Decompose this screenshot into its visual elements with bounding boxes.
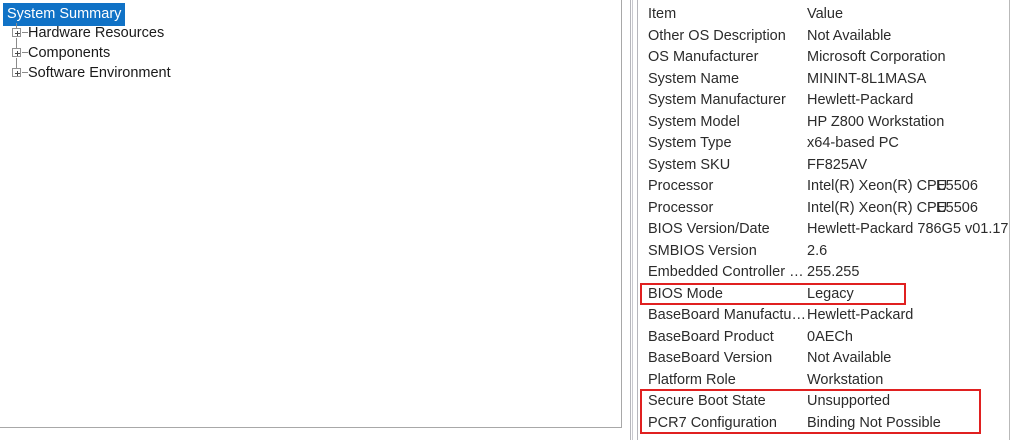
row-value: Binding Not Possible bbox=[807, 414, 941, 431]
row-value-continued: E5506 bbox=[936, 178, 978, 194]
table-row[interactable]: System SKU FF825AV bbox=[638, 155, 1009, 177]
panel-splitter[interactable] bbox=[624, 0, 640, 440]
details-list: Item Value Other OS Description Not Avai… bbox=[638, 4, 1010, 435]
row-value: 255.255 bbox=[807, 264, 860, 280]
row-value: MININT-8L1MASA bbox=[807, 70, 927, 87]
row-value: HP Z800 Workstation bbox=[807, 113, 945, 130]
table-row[interactable]: Platform Role Workstation bbox=[638, 370, 1009, 392]
row-item: Other OS Description bbox=[648, 27, 786, 44]
system-info-tree-panel[interactable]: System Summary Hardware Resources Compon… bbox=[0, 0, 622, 428]
row-item: Processor bbox=[648, 178, 714, 194]
row-value: Hewlett-Packard 786G5 v01.17, 8/ bbox=[807, 221, 1010, 237]
row-item: System SKU bbox=[648, 156, 731, 173]
row-item: Secure Boot State bbox=[648, 393, 766, 409]
row-value: Intel(R) Xeon(R) CPU bbox=[807, 199, 948, 216]
tree-item-hardware-resources[interactable]: Hardware Resources bbox=[3, 23, 603, 43]
table-row[interactable]: Processor Intel(R) Xeon(R) CPU E5506 bbox=[638, 176, 1009, 198]
row-item: BaseBoard Product bbox=[648, 328, 774, 345]
tree-item-label: Components bbox=[28, 45, 111, 61]
table-row[interactable]: BaseBoard Manufacturer Hewlett-Packard bbox=[638, 305, 1009, 327]
row-item: System Type bbox=[648, 135, 732, 151]
table-row[interactable]: System Manufacturer Hewlett-Packard bbox=[638, 90, 1009, 112]
row-item: Platform Role bbox=[648, 371, 736, 388]
row-value: Intel(R) Xeon(R) CPU bbox=[807, 178, 948, 194]
row-value: Legacy bbox=[807, 285, 854, 302]
row-value: Not Available bbox=[807, 27, 892, 44]
row-item: OS Manufacturer bbox=[648, 49, 759, 65]
row-value: x64-based PC bbox=[807, 135, 899, 151]
tree-item-components[interactable]: Components bbox=[3, 43, 603, 63]
row-value: Unsupported bbox=[807, 393, 891, 409]
row-value: Workstation bbox=[807, 371, 884, 388]
row-item: BIOS Version/Date bbox=[648, 221, 770, 237]
row-value: 2.6 bbox=[807, 242, 828, 259]
row-item: Processor bbox=[648, 199, 714, 216]
table-row-bios-mode[interactable]: BIOS Mode Legacy bbox=[638, 284, 1009, 306]
table-row[interactable]: OS Manufacturer Microsoft Corporation bbox=[638, 47, 1009, 69]
expand-plus-icon[interactable] bbox=[11, 63, 28, 83]
row-value: Hewlett-Packard bbox=[807, 307, 914, 323]
splitter-line bbox=[632, 0, 633, 440]
row-item: BaseBoard Manufacturer bbox=[648, 307, 808, 323]
expand-plus-icon[interactable] bbox=[11, 23, 28, 43]
splitter-line bbox=[637, 0, 638, 440]
table-row[interactable]: System Type x64-based PC bbox=[638, 133, 1009, 155]
expand-plus-icon[interactable] bbox=[11, 43, 28, 63]
row-item: Embedded Controller V... bbox=[648, 264, 808, 280]
table-row[interactable]: SMBIOS Version 2.6 bbox=[638, 241, 1009, 263]
row-item: System Model bbox=[648, 113, 740, 130]
table-row[interactable]: Embedded Controller V... 255.255 bbox=[638, 262, 1009, 284]
row-value: Not Available bbox=[807, 350, 892, 366]
column-header-item: Item bbox=[648, 6, 677, 22]
table-row[interactable]: BIOS Version/Date Hewlett-Packard 786G5 … bbox=[638, 219, 1010, 241]
details-header-row: Item Value bbox=[638, 4, 1009, 26]
tree-item-software-environment[interactable]: Software Environment bbox=[3, 63, 603, 83]
row-value: Hewlett-Packard bbox=[807, 92, 914, 108]
row-item: System Manufacturer bbox=[648, 92, 786, 108]
table-row[interactable]: Other OS Description Not Available bbox=[638, 26, 1009, 48]
tree-item-label: Hardware Resources bbox=[28, 25, 165, 41]
tree-root: System Summary Hardware Resources Compon… bbox=[3, 3, 603, 83]
row-item: SMBIOS Version bbox=[648, 242, 757, 259]
row-item: System Name bbox=[648, 70, 740, 87]
table-row[interactable]: BaseBoard Version Not Available bbox=[638, 348, 1009, 370]
splitter-line bbox=[630, 0, 631, 440]
table-row[interactable]: BaseBoard Product 0AECh bbox=[638, 327, 1009, 349]
tree-item-label: Software Environment bbox=[28, 65, 171, 81]
table-row[interactable]: System Name MININT-8L1MASA bbox=[638, 69, 1009, 91]
row-item: BIOS Mode bbox=[648, 285, 723, 302]
row-item: PCR7 Configuration bbox=[648, 414, 777, 431]
row-value: 0AECh bbox=[807, 328, 853, 345]
system-info-details-panel[interactable]: Item Value Other OS Description Not Avai… bbox=[638, 0, 1010, 440]
column-header-value: Value bbox=[807, 6, 844, 22]
row-value: FF825AV bbox=[807, 156, 868, 173]
row-value-continued: E5506 bbox=[936, 199, 978, 216]
row-value: Microsoft Corporation bbox=[807, 49, 946, 65]
table-row-secure-boot-state[interactable]: Secure Boot State Unsupported bbox=[638, 391, 1009, 413]
table-row-pcr7-configuration[interactable]: PCR7 Configuration Binding Not Possible bbox=[638, 413, 1009, 435]
row-item: BaseBoard Version bbox=[648, 350, 773, 366]
table-row[interactable]: Processor Intel(R) Xeon(R) CPU E5506 bbox=[638, 198, 1009, 220]
tree-item-system-summary[interactable]: System Summary bbox=[3, 3, 603, 26]
tree-item-label: System Summary bbox=[3, 3, 126, 26]
table-row[interactable]: System Model HP Z800 Workstation bbox=[638, 112, 1009, 134]
